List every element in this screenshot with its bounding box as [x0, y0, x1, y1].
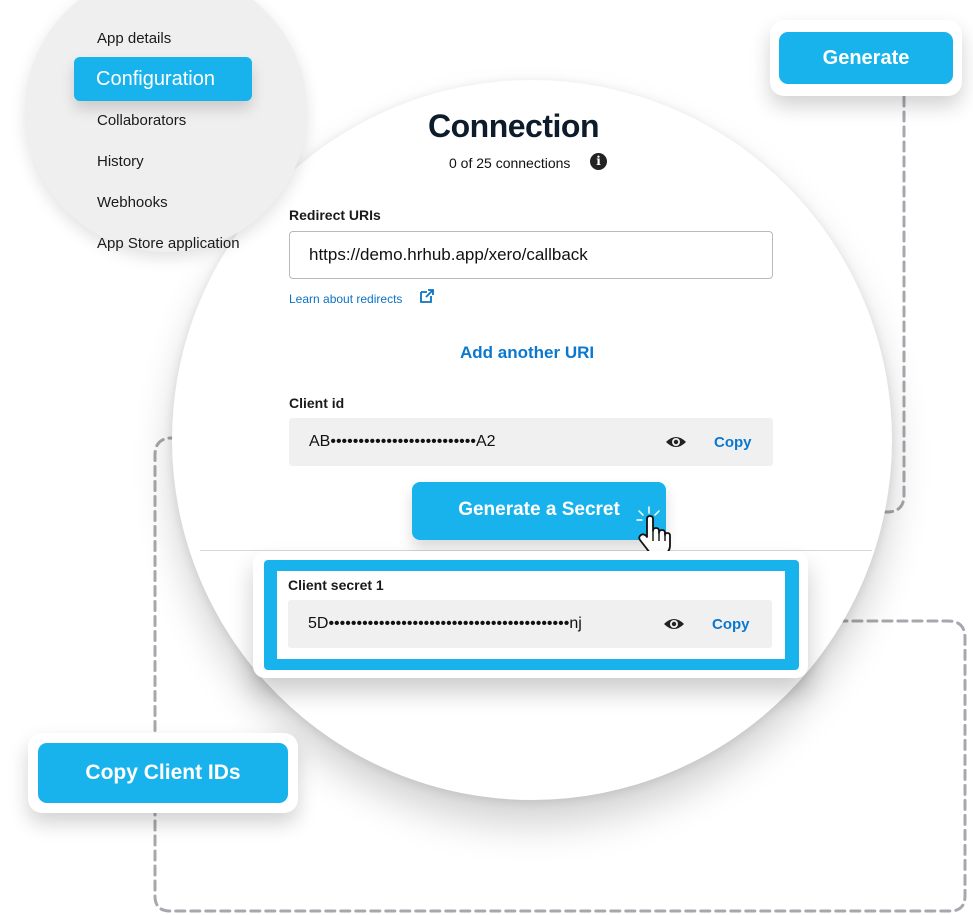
info-icon[interactable]: i: [590, 153, 607, 170]
generate-secret-button[interactable]: Generate a Secret: [412, 482, 666, 540]
copy-client-ids-callout: Copy Client IDs: [38, 743, 288, 803]
nav-item-app-store-application[interactable]: App Store application: [97, 235, 240, 252]
page-title: Connection: [428, 108, 599, 144]
client-id-value: AB••••••••••••••••••••••••••A2: [309, 433, 496, 450]
hand-cursor-icon: [636, 506, 671, 555]
nav-item-app-details[interactable]: App details: [97, 30, 172, 47]
client-secret-field: [288, 600, 772, 648]
nav-item-history[interactable]: History: [97, 153, 144, 170]
client-secret-label: Client secret 1: [288, 577, 384, 593]
copy-client-id-button[interactable]: Copy: [714, 434, 752, 451]
generate-callout: Generate: [779, 32, 953, 84]
nav-item-configuration[interactable]: Configuration: [74, 57, 252, 101]
nav-item-collaborators[interactable]: Collaborators: [97, 112, 187, 129]
nav-item-webhooks[interactable]: Webhooks: [97, 194, 168, 211]
client-id-field: [289, 418, 773, 466]
redirect-uris-label: Redirect URIs: [289, 207, 381, 223]
redirect-uri-input[interactable]: https://demo.hrhub.app/xero/callback: [289, 231, 773, 279]
section-divider: [200, 550, 872, 551]
client-id-label: Client id: [289, 395, 345, 411]
add-another-uri-button[interactable]: Add another URI: [460, 343, 595, 362]
settings-nav-circle: [25, 0, 307, 252]
connection-count: 0 of 25 connections: [449, 155, 571, 171]
eye-icon[interactable]: [663, 616, 685, 632]
learn-about-redirects-link[interactable]: Learn about redirects: [289, 292, 403, 306]
copy-client-secret-button[interactable]: Copy: [712, 616, 750, 633]
eye-icon[interactable]: [665, 434, 687, 450]
external-link-icon[interactable]: [419, 288, 435, 304]
client-secret-value: 5D••••••••••••••••••••••••••••••••••••••…: [308, 615, 582, 632]
